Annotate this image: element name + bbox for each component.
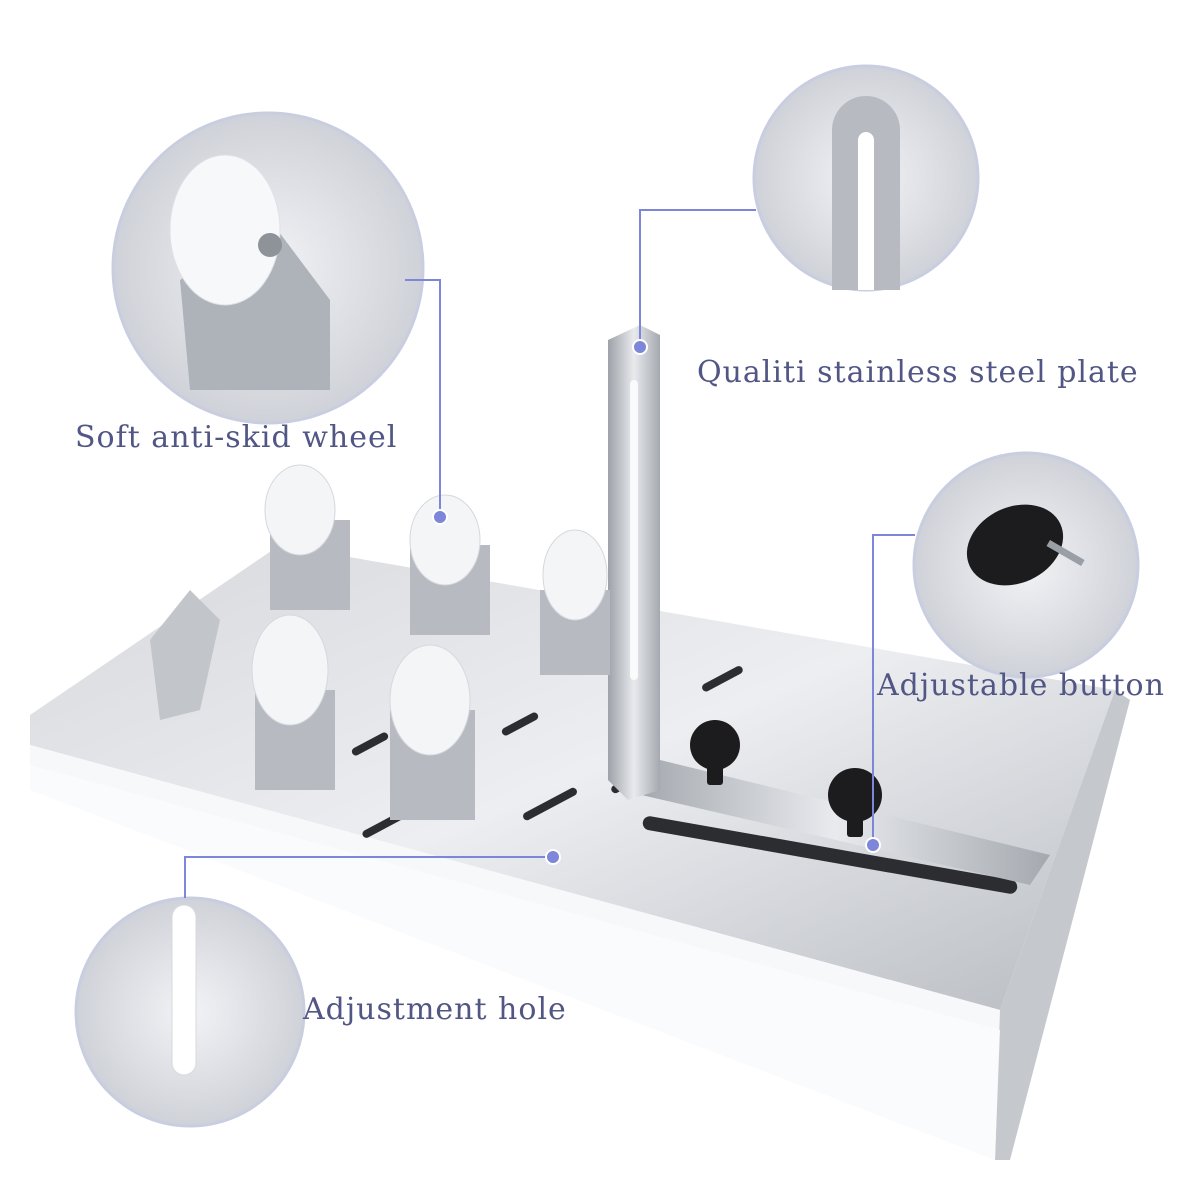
slider-bar <box>620 760 1050 885</box>
zoom-circle-wheel <box>111 111 425 425</box>
label-adjustment-hole: Adjustment hole <box>303 992 567 1027</box>
label-stainless-steel-plate: Qualiti stainless steel plate <box>697 355 1139 390</box>
zoom-circle-button <box>912 451 1140 679</box>
knobs <box>690 720 882 837</box>
callout-lines <box>184 209 915 898</box>
wheels <box>150 464 610 820</box>
zoom-circle-plate <box>752 64 980 292</box>
label-soft-anti-skid-wheel: Soft anti-skid wheel <box>75 420 398 455</box>
vertical-bracket <box>608 325 660 800</box>
callout-dots <box>432 339 881 865</box>
label-adjustable-button: Adjustable button <box>877 668 1165 703</box>
zoom-circle-hole <box>74 896 306 1128</box>
